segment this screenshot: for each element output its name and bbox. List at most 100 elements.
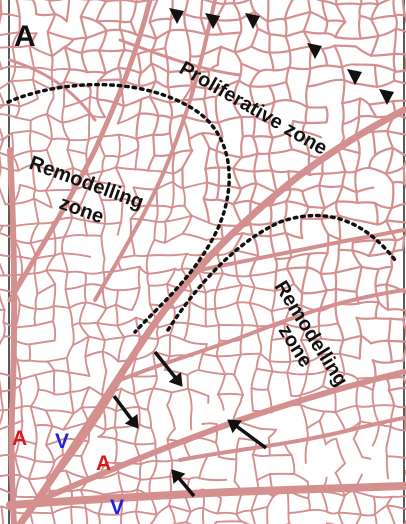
- capillary-segment: [359, 4, 361, 16]
- capillary-segment: [327, 512, 338, 514]
- capillary-segment: [219, 168, 233, 169]
- capillary-segment: [17, 360, 30, 361]
- capillary-segment: [188, 323, 206, 326]
- capillary-segment: [235, 46, 252, 52]
- capillary-segment: [20, 99, 38, 107]
- capillary-segment: [375, 514, 377, 524]
- capillary-segment: [103, 167, 116, 171]
- capillary-segment: [67, 358, 69, 373]
- capillary-segment: [269, 82, 286, 86]
- capillary-segment: [342, 80, 344, 103]
- capillary-segment: [339, 513, 361, 515]
- capillary-segment: [269, 340, 271, 361]
- capillary-segment: [394, 72, 395, 81]
- capillary-segment: [119, 149, 138, 157]
- capillary-segment: [66, 285, 86, 289]
- capillary-segment: [387, 131, 406, 135]
- capillary-segment: [217, 513, 236, 514]
- capillary-segment: [138, 54, 141, 73]
- capillary-segment: [388, 319, 390, 341]
- capillary-segment: [139, 267, 140, 288]
- capillary-segment: [359, 16, 361, 38]
- capillary-segment: [148, 240, 155, 256]
- capillary-segment: [47, 358, 67, 362]
- capillary-segment: [49, 0, 55, 14]
- capillary-segment: [361, 514, 375, 515]
- capillary-segment: [270, 34, 286, 36]
- capillary-segment: [336, 439, 345, 464]
- capillary-segment: [310, 66, 327, 69]
- capillary-segment: [147, 256, 148, 274]
- capillary-segment: [148, 255, 165, 256]
- capillary-segment: [356, 153, 360, 171]
- capillary-segment: [35, 425, 52, 426]
- capillary-segment: [0, 0, 1, 14]
- capillary-segment: [0, 47, 12, 48]
- capillary-segment: [393, 250, 403, 252]
- capillary-segment: [235, 33, 241, 53]
- capillary-segment: [233, 169, 254, 172]
- capillary-segment: [268, 371, 273, 389]
- capillary-segment: [35, 321, 53, 325]
- capillary-segment: [291, 101, 307, 107]
- capillary-segment: [216, 97, 218, 123]
- capillary-segment: [373, 390, 374, 406]
- capillary-segment: [345, 171, 356, 172]
- capillary-segment: [342, 103, 343, 124]
- capillary-segment: [97, 22, 107, 31]
- capillary-segment: [117, 325, 124, 337]
- capillary-segment: [343, 336, 361, 341]
- capillary-segment: [271, 233, 286, 236]
- capillary-segment: [31, 406, 46, 410]
- capillary-segment: [199, 354, 203, 370]
- capillary-segment: [82, 456, 89, 478]
- capillary-segment: [170, 19, 171, 31]
- capillary-segment: [185, 206, 192, 216]
- capillary-segment: [139, 407, 140, 424]
- capillary-segment: [184, 14, 186, 30]
- capillary-segment: [69, 373, 70, 392]
- capillary-segment: [287, 373, 291, 396]
- capillary-segment: [64, 70, 69, 82]
- capillary-segment: [141, 461, 157, 464]
- capillary-segment: [141, 63, 151, 73]
- capillary-segment: [70, 308, 73, 325]
- capillary-segment: [369, 101, 392, 104]
- capillary-segment: [319, 185, 342, 187]
- capillary-segment: [16, 325, 36, 327]
- capillary-segment: [378, 0, 394, 5]
- capillary-segment: [342, 172, 345, 187]
- capillary-segment: [234, 459, 236, 481]
- capillary-segment: [13, 151, 32, 157]
- capillary-segment: [131, 219, 156, 222]
- capillary-segment: [3, 133, 12, 140]
- capillary-segment: [29, 461, 35, 479]
- capillary-segment: [335, 250, 338, 273]
- capillary-segment: [356, 47, 371, 56]
- capillary-segment: [135, 443, 156, 444]
- capillary-segment: [355, 171, 356, 192]
- capillary-segment: [217, 355, 241, 357]
- capillary-segment: [63, 253, 68, 272]
- capillary-segment: [269, 361, 290, 362]
- capillary-segment: [336, 5, 345, 22]
- capillary-segment: [118, 222, 121, 235]
- capillary-segment: [0, 114, 3, 139]
- capillary-segment: [46, 445, 54, 462]
- capillary-segment: [253, 136, 273, 137]
- capillary-segment: [375, 148, 393, 155]
- capillary-segment: [81, 0, 90, 17]
- capillary-segment: [218, 117, 241, 123]
- capillary-segment: [239, 64, 241, 81]
- capillary-segment: [29, 344, 30, 360]
- capillary-segment: [148, 389, 153, 410]
- capillary-segment: [253, 137, 258, 153]
- capillary-segment: [269, 86, 275, 102]
- capillary-segment: [165, 208, 172, 222]
- capillary-segment: [0, 140, 3, 153]
- capillary-segment: [167, 405, 175, 429]
- capillary-segment: [136, 114, 139, 139]
- capillary-segment: [307, 82, 326, 86]
- capillary-segment: [148, 269, 175, 274]
